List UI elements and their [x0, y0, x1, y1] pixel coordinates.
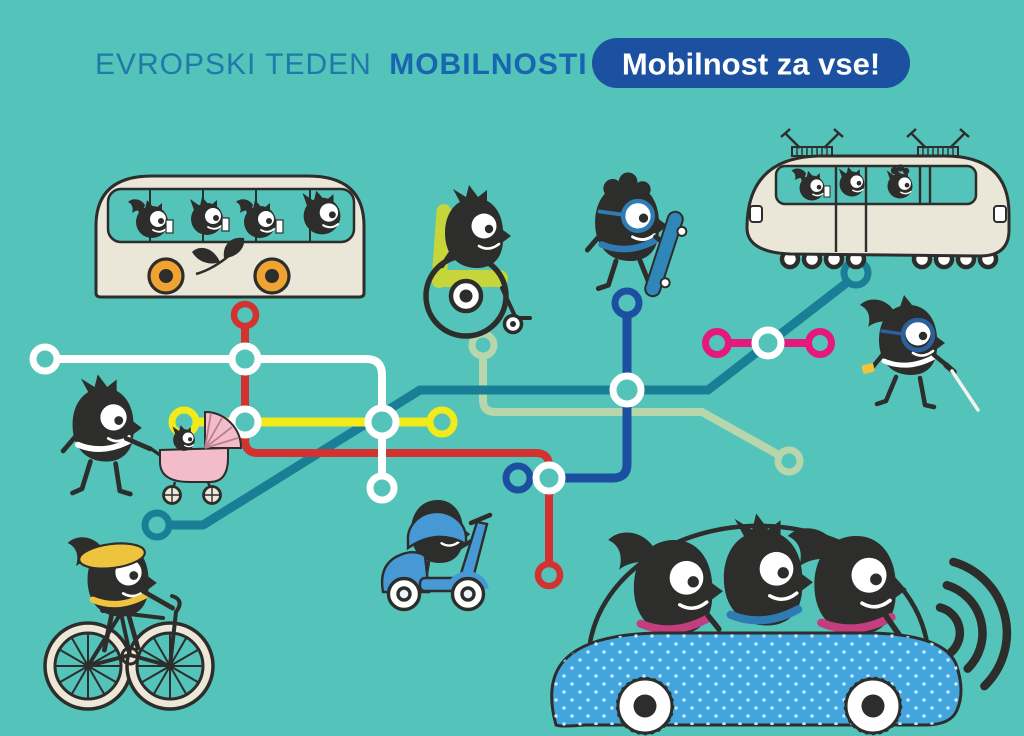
slogan-badge: Mobilnost za vse!: [592, 38, 910, 88]
helmet: [406, 510, 468, 551]
connectivity-waves-icon: [935, 557, 1012, 691]
tram-passengers: [791, 164, 914, 202]
shared-car-icon: [550, 513, 963, 736]
pram: [148, 410, 243, 505]
poster-title-bold: MOBILNOSTI: [389, 48, 587, 81]
bus-passengers: [128, 189, 342, 239]
metro-line-white: [29, 343, 398, 504]
stroller-parent-icon: [60, 374, 243, 505]
metro-line-red: [230, 300, 564, 590]
poster-title: EVROPSKI TEDEN MOBILNOSTI: [95, 48, 588, 81]
yellow-beret: [78, 542, 146, 570]
slogan-badge-label: Mobilnost za vse!: [622, 47, 880, 82]
skateboard: [644, 210, 688, 298]
white-cane: [950, 369, 980, 412]
leaf-logo: [192, 237, 245, 276]
metro-line-blue: [502, 287, 643, 494]
cyclist-icon: [43, 537, 215, 711]
car-wheels: [615, 676, 903, 736]
transit-map: [29, 257, 872, 590]
eco-bus-icon: [94, 174, 366, 299]
poster-title-regular: EVROPSKI TEDEN: [95, 48, 372, 81]
skateboarder-icon: [584, 172, 688, 298]
interchange-nodes: [228, 326, 785, 495]
tram-icon: [745, 127, 1011, 267]
scooter: [380, 512, 493, 612]
scooter-rider-icon: [380, 498, 493, 612]
white-cane-walker-icon: [860, 295, 980, 412]
metro-line-light-green: [468, 330, 804, 476]
bus-wheels: [147, 257, 291, 295]
wheelchair-user-icon: [423, 185, 532, 339]
